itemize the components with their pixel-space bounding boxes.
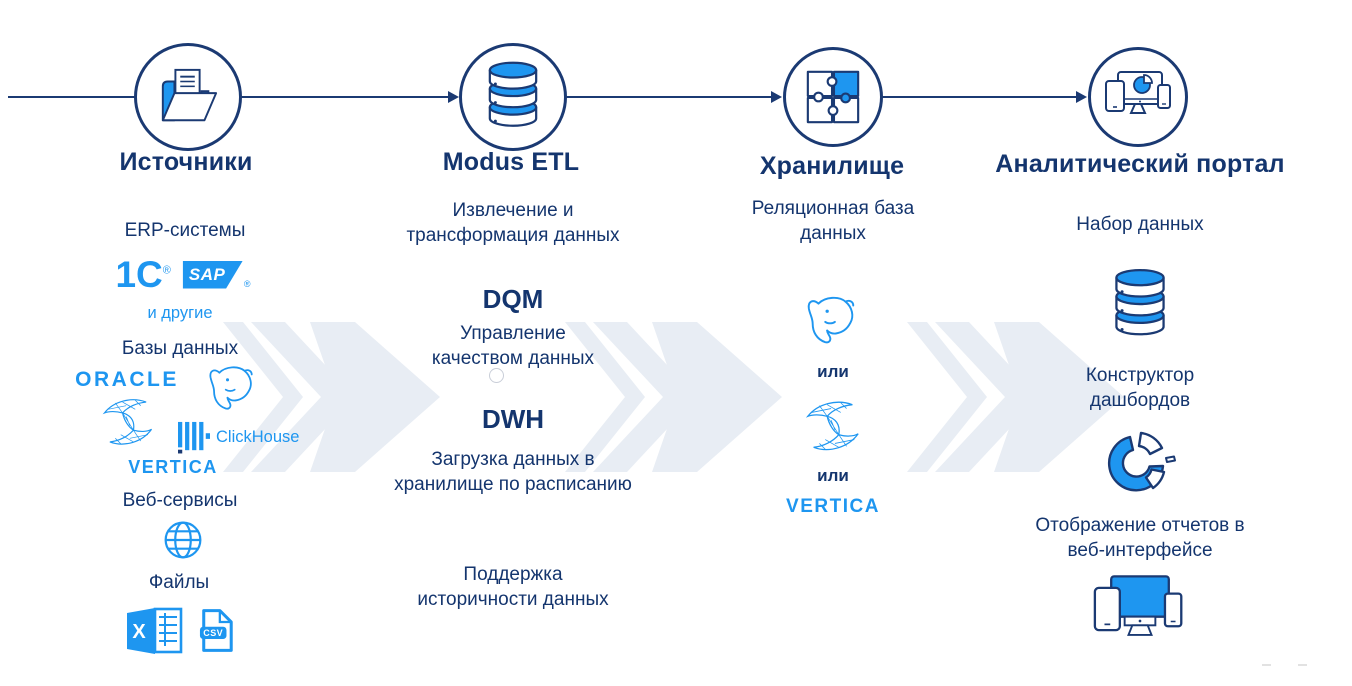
vertica-logo: VERTICA <box>786 496 880 517</box>
step-title-modus-etl: Modus ETL <box>442 148 580 176</box>
storage-subtitle: Реляционная база данных <box>751 198 915 244</box>
artifact-dash <box>1262 664 1271 666</box>
erp-heading: ERP-системы <box>124 220 246 241</box>
dwh-description: Загрузка данных в хранилище по расписани… <box>394 449 632 495</box>
sqlserver-logo <box>102 399 153 445</box>
excel-x-letter: X <box>132 621 146 643</box>
dashboard-constructor-label: Конструктор дашбордов <box>1085 365 1195 411</box>
excel-icon: X <box>127 607 183 654</box>
devices-analytics-icon <box>1105 71 1171 114</box>
erp-logos: 1С® SAP ® <box>115 256 250 293</box>
clickhouse-label: ClickHouse <box>216 427 300 446</box>
step-title-portal: Аналитический портал <box>995 150 1285 178</box>
devices-icon <box>1093 575 1183 636</box>
and-others-label: и другие <box>147 304 213 322</box>
dqm-description: Управление качеством данных <box>431 323 595 369</box>
files-heading: Файлы <box>148 572 210 593</box>
node-analytics-portal <box>1088 47 1188 147</box>
step-title-storage: Хранилище <box>759 152 905 180</box>
node-modus-etl <box>459 43 567 151</box>
arrowhead-icon <box>448 91 1087 103</box>
puzzle-icon <box>806 70 860 124</box>
sqlserver-logo <box>805 401 859 451</box>
sap-logo: SAP ® <box>182 260 251 289</box>
dqm-title: DQM <box>482 284 544 314</box>
csv-label: CSV <box>203 628 223 638</box>
oracle-logo: ORACLE <box>75 368 179 391</box>
clickhouse-bars-icon <box>178 421 210 454</box>
dwh-title: DWH <box>481 404 545 434</box>
artifact-dash <box>1298 664 1307 666</box>
postgresql-logo <box>209 366 253 410</box>
decorative-circle <box>489 368 504 383</box>
history-description: Поддержка историчности данных <box>417 564 609 610</box>
database-stack-icon <box>1115 268 1165 336</box>
web-services-heading: Веб-сервисы <box>122 490 238 511</box>
folder-documents-icon <box>161 68 218 122</box>
web-reports-label: Отображение отчетов в веб-интерфейсе <box>1035 515 1245 561</box>
database-stack-icon <box>488 61 538 127</box>
csv-icon: CSV <box>199 609 233 652</box>
onec-logo: 1С® <box>115 254 171 295</box>
databases-heading: Базы данных <box>121 338 239 359</box>
node-sources <box>134 43 242 151</box>
postgresql-logo <box>807 296 855 344</box>
flow-connector-line <box>8 91 1087 103</box>
dataset-label: Набор данных <box>1076 214 1204 235</box>
step-title-sources: Источники <box>119 148 253 176</box>
or-label: или <box>817 466 849 485</box>
clickhouse-logo: ClickHouse <box>178 420 299 454</box>
node-storage <box>783 47 883 147</box>
globe-icon <box>164 521 202 559</box>
or-label: или <box>817 362 849 381</box>
etl-subtitle: Извлечение и трансформация данных <box>406 200 620 246</box>
donut-chart-icon <box>1107 431 1176 492</box>
vertica-logo: VERTICA <box>128 457 218 477</box>
